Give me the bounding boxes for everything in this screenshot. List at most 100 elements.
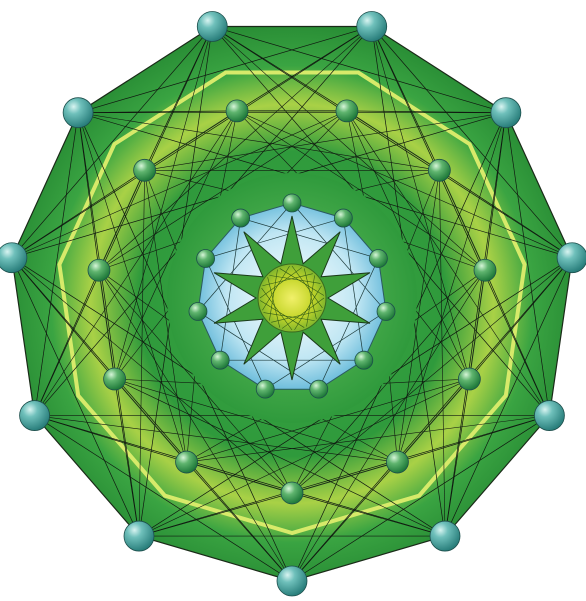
chord-line [11,257,293,494]
chord-line [114,378,446,537]
vertex-sphere [473,258,497,282]
chord-line [371,26,440,171]
chord-line [34,415,398,463]
chord-line [444,112,507,537]
vertex-sphere [354,350,374,370]
chord-line [318,258,379,390]
chord-line [291,257,573,582]
chord-line [269,275,321,284]
vertex-sphere [369,249,388,268]
vertex-sphere [133,158,157,182]
chord-line [371,26,573,258]
chord-line [263,312,315,321]
vertex-sphere [231,208,251,228]
chord-line [291,257,573,494]
chord-line [291,270,486,582]
chord-line [138,415,550,537]
vertex-sphere [376,302,396,321]
vertex-sphere [0,242,28,274]
chord-line [291,270,486,494]
chord-line [186,461,293,582]
chord-line [144,170,187,463]
chord-line [505,112,550,416]
vertex-sphere [556,242,586,274]
vertex-sphere [309,379,329,399]
chord-line [279,268,325,296]
chord-line [11,257,115,380]
chord-line [34,415,446,537]
chord-line [205,217,344,259]
vertex-sphere [282,193,302,213]
chord-line [267,277,281,328]
vertex-sphere [457,367,481,391]
vertex-sphere [386,450,409,474]
chord-line [98,110,348,271]
chord-line [11,26,372,259]
chord-line [114,378,140,537]
vertex-sphere [335,99,359,123]
chord-line [186,415,550,463]
chord-line [346,110,470,380]
chord-line [114,26,213,380]
chord-line [212,26,348,112]
chord-line [439,170,446,537]
chord-line [78,112,440,171]
vertex-sphere [429,520,461,552]
chord-line [212,26,573,259]
chord-line [205,258,266,390]
chord-line [371,26,550,416]
vertex-sphere [19,400,50,431]
chord-line [11,257,293,582]
chord-line [219,218,241,361]
chord-line [484,270,550,416]
chord-line [34,112,79,416]
light-band-ring [57,70,527,536]
vertex-sphere [490,97,522,129]
chord-line [306,275,315,327]
chord-line [114,378,398,463]
chord-line [262,273,313,287]
chord-line [34,110,238,416]
chord-line [484,112,507,271]
chord-line [291,415,550,582]
rosette-lines [259,265,325,331]
chord-line [236,26,372,112]
vertex-sphere [175,450,198,474]
vertex-spheres [0,11,586,597]
vertex-sphere [62,97,94,129]
vertex-sphere [87,258,111,282]
chord-line [259,267,303,299]
vertex-sphere [123,520,155,552]
center-rosette [257,263,327,333]
chord-line [291,202,387,312]
chord-line [11,26,213,258]
chord-line [469,257,573,380]
chord-line [259,300,305,328]
chord-line [98,270,293,582]
vertex-sphere [356,11,388,42]
chord-line [34,415,293,582]
vertex-sphere [255,379,275,399]
chord-line [11,110,348,258]
chord-line [78,110,238,114]
middle-polygon [98,110,486,494]
chord-line [98,270,293,494]
chord-line [269,269,278,321]
chord-line [98,26,372,271]
chord-line [144,26,213,171]
chord-line [77,112,187,463]
vertex-sphere [280,481,304,505]
chord-line [212,26,486,271]
chord-line [397,112,507,463]
chord-line [236,110,573,258]
vertex-sphere [427,158,451,182]
vertex-sphere [188,302,208,321]
chord-line [240,217,379,259]
chord-line [343,218,365,361]
vertex-sphere [534,400,565,431]
chord-line [291,492,446,537]
chord-line [371,26,470,380]
vertex-sphere [210,350,230,370]
chord-line [197,202,293,312]
